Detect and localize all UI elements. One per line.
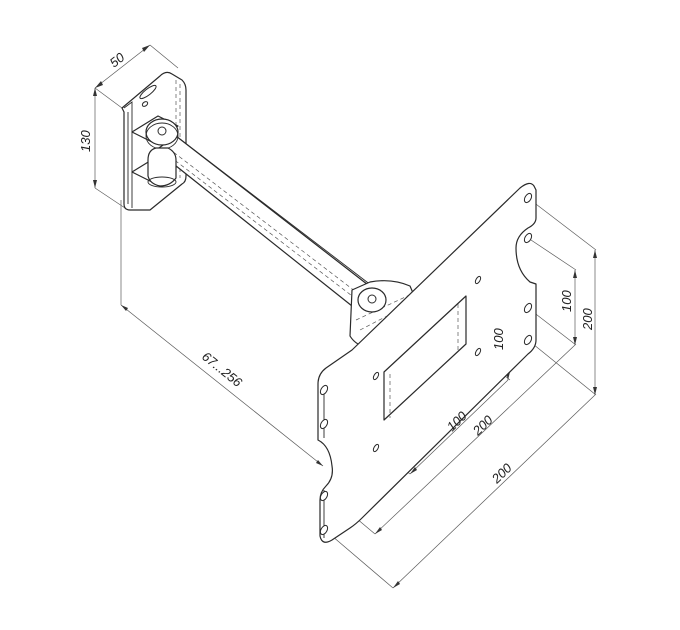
- dim-vesa-inner-vertical: 100: [491, 328, 506, 350]
- vesa-plate: [317, 182, 537, 543]
- dim-vesa-outer-horizontal: 200: [488, 460, 515, 487]
- swing-arm: [145, 118, 381, 307]
- dim-vesa-outer-vertical: 200: [580, 308, 595, 331]
- dim-vesa-outer-horizontal-inner: 200: [469, 412, 496, 439]
- dim-vesa-outer-vertical-inner: 100: [559, 290, 574, 312]
- dim-wall-plate-height: 130: [78, 130, 93, 152]
- dim-arm-extension: 67...256: [199, 349, 246, 391]
- dim-wall-plate-width: 50: [107, 49, 128, 70]
